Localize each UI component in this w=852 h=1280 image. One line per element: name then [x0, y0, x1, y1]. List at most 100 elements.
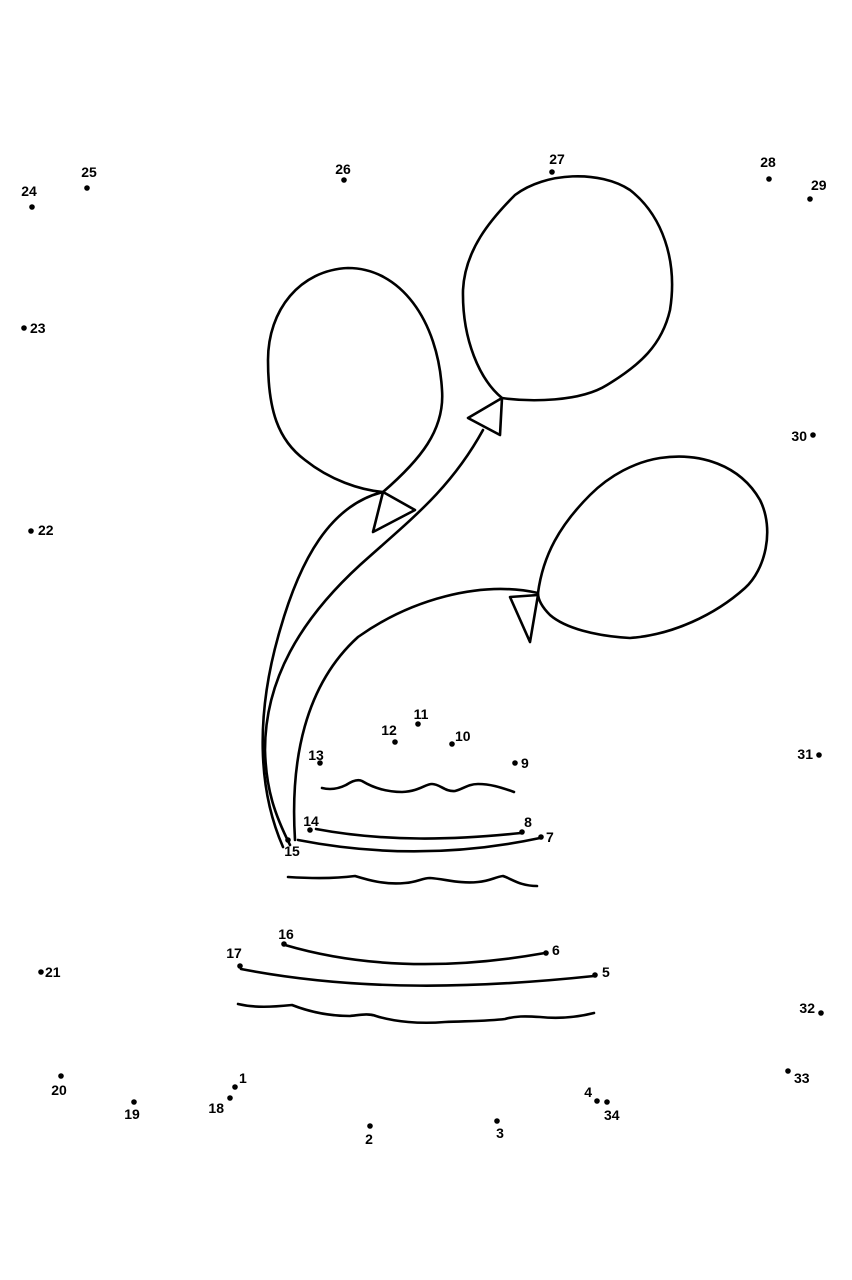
- dot-point: [549, 169, 555, 175]
- dot-number: 24: [21, 183, 37, 199]
- dot-2: 2: [365, 1123, 373, 1147]
- dot-1: 1: [232, 1070, 247, 1090]
- dot-number: 29: [811, 177, 827, 193]
- dot-number: 30: [791, 428, 807, 444]
- dot-point: [785, 1068, 791, 1074]
- cake-middle-frosting: [286, 874, 539, 888]
- dot-point: [449, 741, 455, 747]
- dot-number: 22: [38, 522, 54, 538]
- dot-number: 8: [524, 814, 532, 830]
- cake-top-frosting: [320, 778, 516, 794]
- dot-11: 11: [414, 706, 429, 727]
- dot-3: 3: [494, 1118, 504, 1141]
- dot-point: [28, 528, 34, 534]
- dot-number: 15: [284, 843, 300, 859]
- dot-number: 33: [794, 1070, 810, 1086]
- dot-13: 13: [308, 747, 324, 766]
- dot-number: 28: [760, 154, 776, 170]
- dot-27: 27: [549, 151, 565, 175]
- dot-point: [21, 325, 27, 331]
- dot-number: 2: [365, 1131, 373, 1147]
- dot-point: [543, 950, 549, 956]
- cake-bottom-frosting: [236, 1002, 596, 1025]
- balloon-string-left: [261, 490, 385, 849]
- dot-point: [367, 1123, 373, 1129]
- dot-7: 7: [538, 829, 554, 845]
- dot-point: [29, 204, 35, 210]
- dot-number: 6: [552, 942, 560, 958]
- dot-number: 23: [30, 320, 46, 336]
- dot-number: 1: [239, 1070, 247, 1086]
- dot-point: [281, 941, 287, 947]
- dot-point: [307, 827, 313, 833]
- balloon-left-knot: [371, 490, 417, 534]
- dot-30: 30: [791, 428, 816, 444]
- cake-top-base: [314, 827, 523, 840]
- dot-point: [317, 760, 323, 766]
- balloon-artwork: [261, 175, 769, 849]
- dot-point: [232, 1084, 238, 1090]
- dot-number: 34: [604, 1107, 620, 1123]
- dot-point: [392, 739, 398, 745]
- dot-number: 19: [124, 1106, 140, 1122]
- cake-bottom-edge: [239, 967, 596, 987]
- dot-number: 13: [308, 747, 324, 763]
- dot-16: 16: [278, 926, 294, 947]
- dot-point: [604, 1099, 610, 1105]
- balloon-right-knot: [508, 593, 540, 644]
- dot-12: 12: [381, 722, 398, 745]
- dot-point: [58, 1073, 64, 1079]
- dot-point: [341, 177, 347, 183]
- dot-18: 18: [208, 1095, 233, 1116]
- dot-point: [84, 185, 90, 191]
- dot-point: [519, 829, 525, 835]
- dot-4: 4: [584, 1084, 600, 1104]
- dot-23: 23: [21, 320, 46, 336]
- dot-point: [766, 176, 772, 182]
- dot-34: 34: [604, 1099, 620, 1123]
- dot-point: [38, 969, 44, 975]
- dot-17: 17: [226, 945, 243, 969]
- dot-15: 15: [284, 837, 300, 859]
- cake-bottom-top-edge: [283, 943, 547, 966]
- dot-25: 25: [81, 164, 97, 191]
- dot-10: 10: [449, 728, 471, 747]
- dot-22: 22: [28, 522, 54, 538]
- dot-point: [592, 972, 598, 978]
- dot-21: 21: [38, 964, 61, 980]
- dot-point: [810, 432, 816, 438]
- dot-point: [816, 752, 822, 758]
- dot-point: [415, 721, 421, 727]
- dot-point: [227, 1095, 233, 1101]
- dot-number: 4: [584, 1084, 592, 1100]
- dot-9: 9: [512, 755, 529, 771]
- dot-point: [285, 837, 291, 843]
- dot-32: 32: [799, 1000, 824, 1016]
- dot-point: [512, 760, 518, 766]
- balloon-string-right: [292, 587, 540, 842]
- dot-6: 6: [543, 942, 560, 958]
- cake-artwork: [236, 778, 596, 1025]
- dot-number: 21: [45, 964, 61, 980]
- cake-middle-edge: [296, 836, 542, 853]
- balloon-top-knot: [466, 396, 504, 437]
- dot-33: 33: [785, 1068, 810, 1086]
- dot-28: 28: [760, 154, 776, 182]
- dot-number: 31: [797, 746, 813, 762]
- dot-point: [494, 1118, 500, 1124]
- dot-8: 8: [519, 814, 532, 835]
- dot-5: 5: [592, 964, 610, 980]
- dot-14: 14: [303, 813, 319, 833]
- balloon-top: [461, 175, 674, 402]
- dot-number: 32: [799, 1000, 815, 1016]
- dot-19: 19: [124, 1099, 140, 1122]
- dot-number: 10: [455, 728, 471, 744]
- dot-20: 20: [51, 1073, 67, 1098]
- dot-24: 24: [21, 183, 37, 210]
- dot-number: 9: [521, 755, 529, 771]
- dot-26: 26: [335, 161, 351, 183]
- dot-number: 7: [546, 829, 554, 845]
- dot-number: 3: [496, 1125, 504, 1141]
